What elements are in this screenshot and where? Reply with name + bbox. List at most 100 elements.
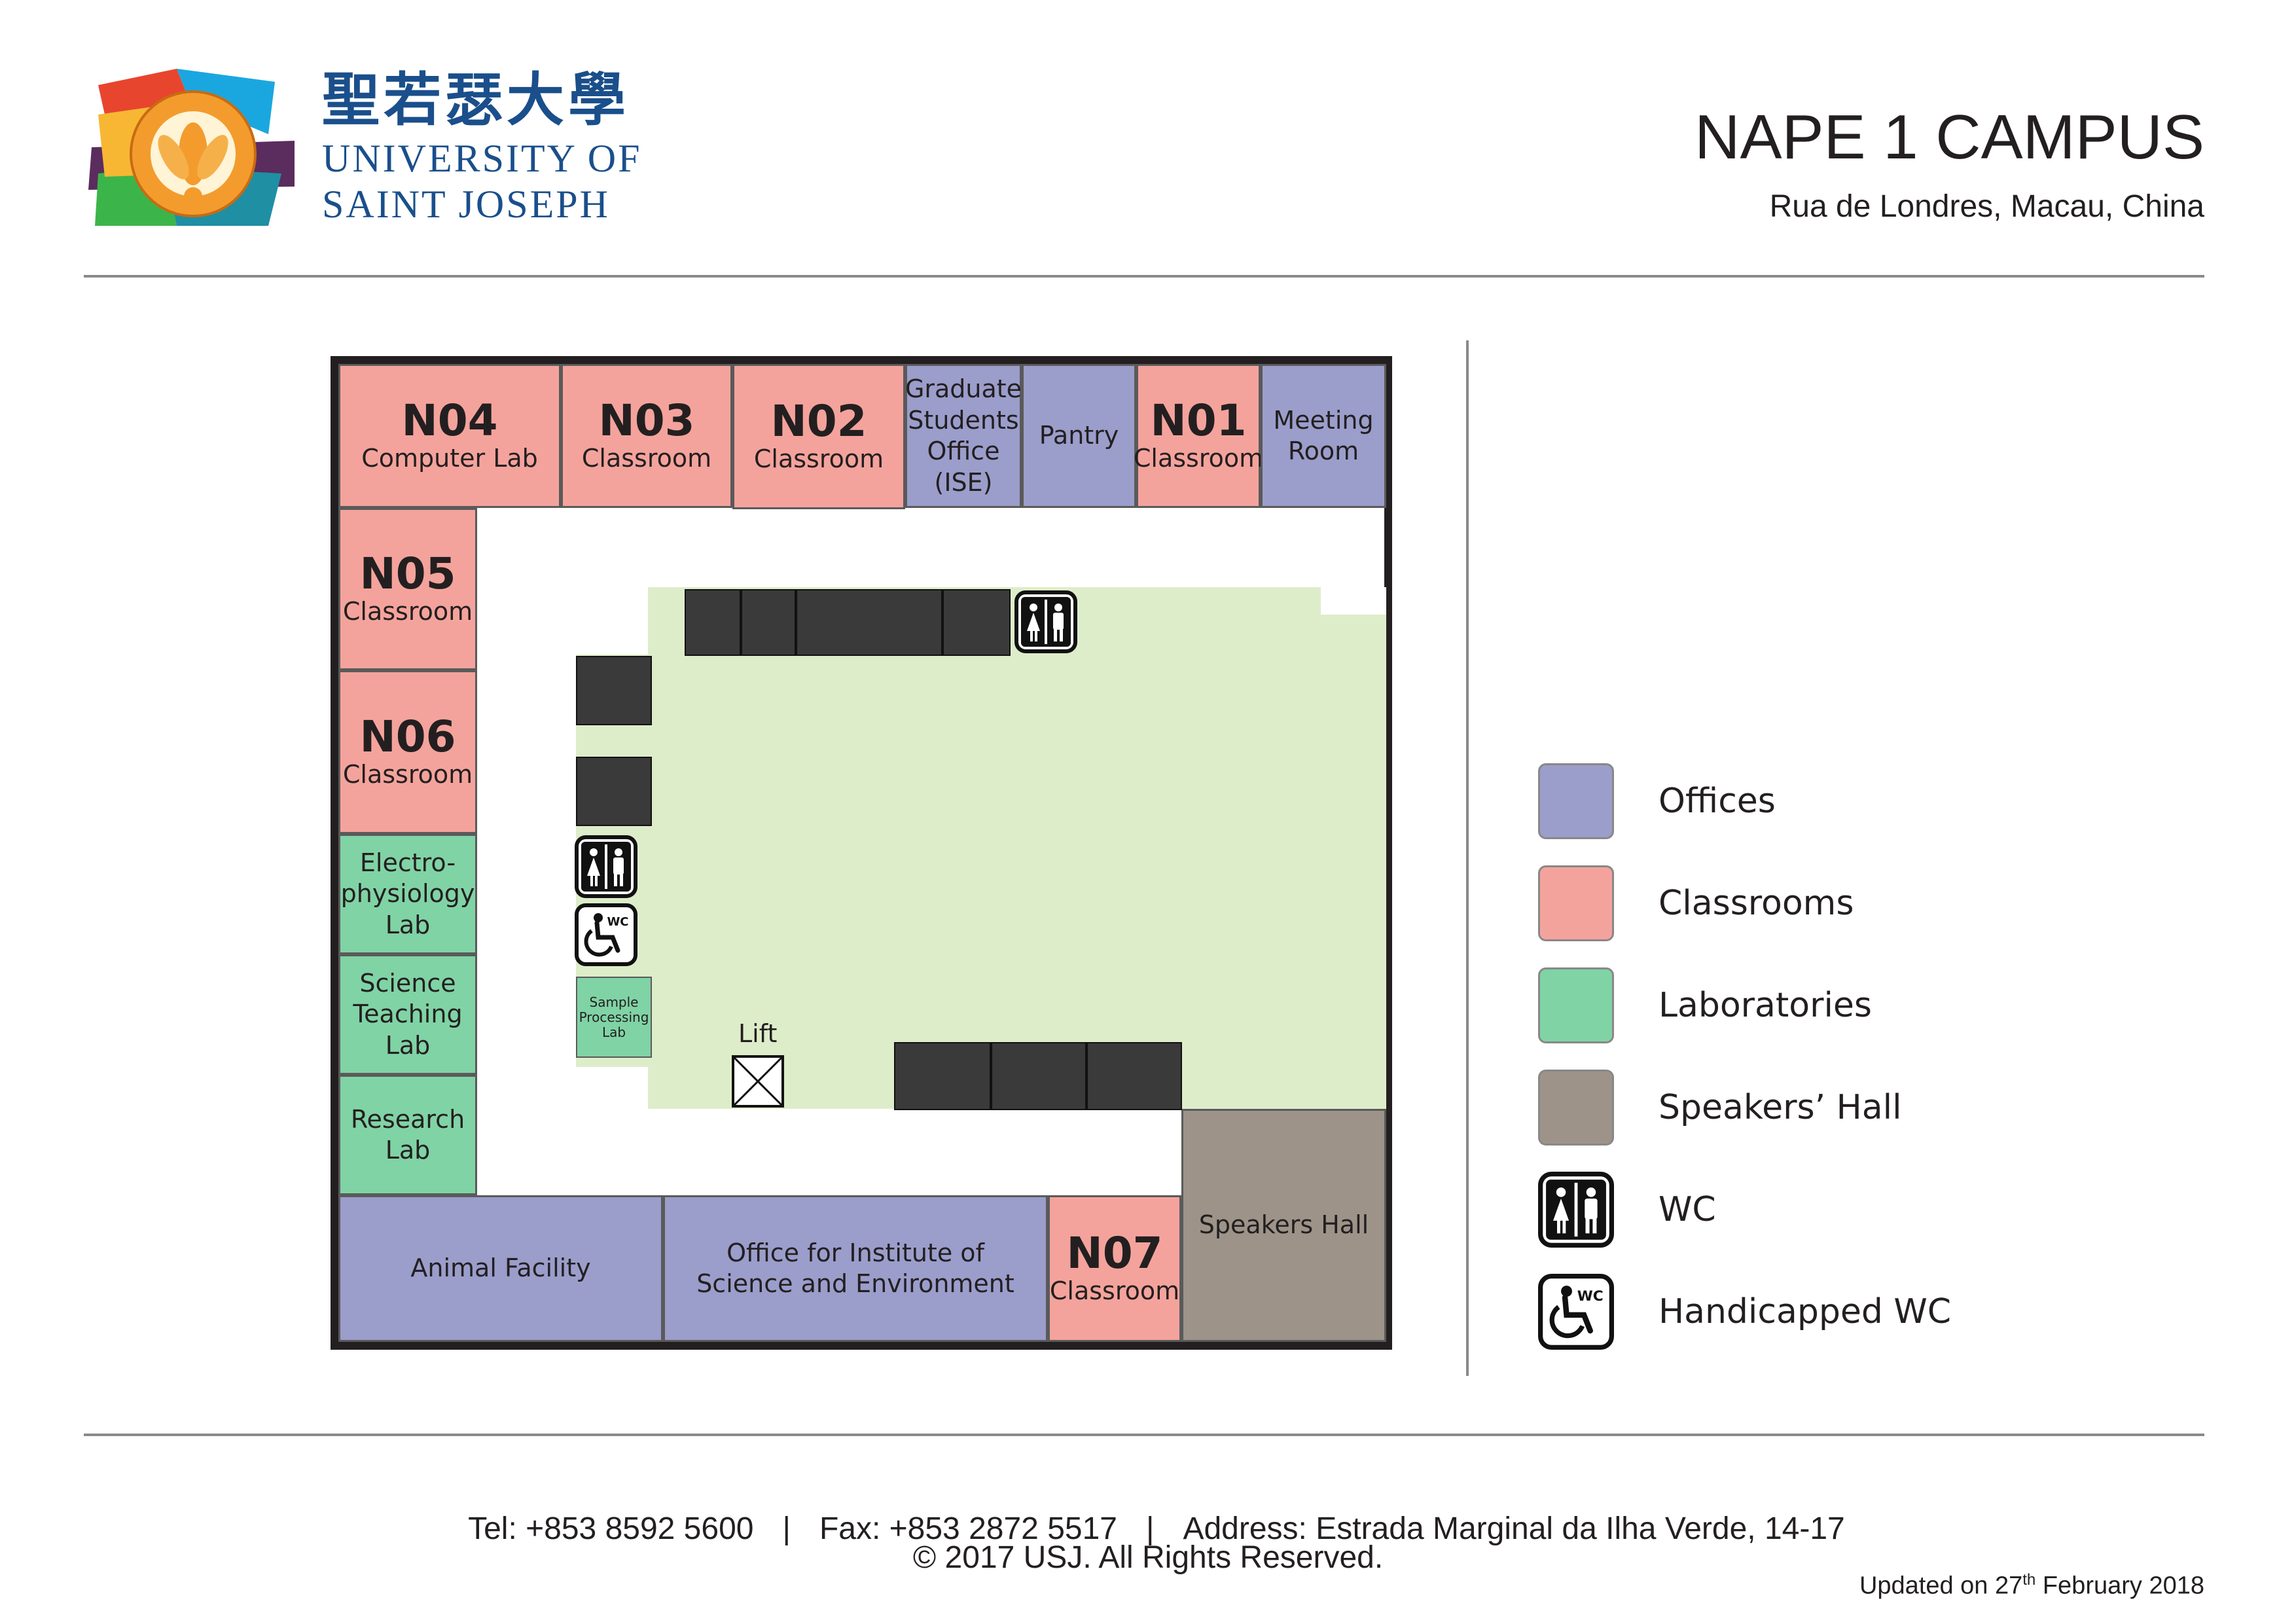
- room-electrophysiology-lab[interactable]: Electro- physiology Lab: [338, 834, 477, 954]
- grad-label-2: Students: [908, 405, 1019, 435]
- room-n01-code: N01: [1150, 395, 1247, 446]
- legend-divider: [1466, 340, 1469, 1376]
- grad-label-1: Graduate: [905, 374, 1022, 403]
- room-n05-code: N05: [359, 548, 456, 599]
- room-n04-label: Computer Lab: [361, 443, 538, 473]
- handicapped-wc-icon: WC: [1538, 1274, 1614, 1350]
- sample-label-3: Lab: [601, 1024, 626, 1040]
- legend-swatch-laboratories: [1538, 967, 1614, 1043]
- science-label-3: Lab: [385, 1030, 431, 1060]
- room-n03-code: N03: [598, 395, 695, 446]
- footer-fax: Fax: +853 2872 5517: [819, 1511, 1117, 1546]
- legend-label-laboratories: Laboratories: [1659, 986, 1873, 1025]
- courtyard-notch: [1321, 587, 1386, 615]
- lift-label: Lift: [738, 1019, 778, 1048]
- room-n07[interactable]: N07 Classroom: [1048, 1195, 1181, 1342]
- legend-swatch-speakers-hall: [1538, 1070, 1614, 1146]
- lift-icon: [732, 1055, 784, 1108]
- university-name-chinese: 聖若瑟大學: [322, 65, 630, 134]
- legend-label-classrooms: Classrooms: [1659, 884, 1854, 923]
- meeting-label-2: Room: [1287, 437, 1359, 465]
- service-block-top-2: [741, 589, 796, 656]
- footer-divider: [84, 1434, 2204, 1436]
- service-block-top-3: [796, 589, 942, 656]
- room-n01-label: Classroom: [1133, 443, 1264, 473]
- room-speakers-hall[interactable]: Speakers Hall: [1181, 1109, 1386, 1342]
- room-n03-label: Classroom: [581, 443, 712, 473]
- room-pantry[interactable]: Pantry: [1022, 364, 1136, 508]
- campus-address: Rua de Londres, Macau, China: [1769, 189, 2204, 224]
- wc-icon: [1538, 1172, 1614, 1248]
- wc-icon: [575, 835, 637, 898]
- university-logo: [85, 62, 301, 232]
- university-name-line1: UNIVERSITY OF: [322, 137, 642, 180]
- room-n01[interactable]: N01 Classroom: [1133, 364, 1264, 508]
- service-block-bottom-3: [1086, 1042, 1182, 1110]
- science-label-2: Teaching: [353, 1000, 463, 1029]
- room-n05-label: Classroom: [342, 596, 473, 626]
- room-n03[interactable]: N03 Classroom: [561, 364, 732, 508]
- footer-contact: Tel: +853 8592 5600|Fax: +853 2872 5517|…: [0, 1482, 2296, 1545]
- legend-label-offices: Offices: [1659, 782, 1776, 821]
- footer-updated-sup: th: [2022, 1571, 2036, 1589]
- svg-text:WC: WC: [1577, 1288, 1604, 1305]
- svg-text:WC: WC: [607, 915, 628, 929]
- sample-label-2: Processing: [579, 1009, 649, 1025]
- room-n06-label: Classroom: [342, 759, 473, 789]
- service-block-bottom-2: [991, 1042, 1086, 1110]
- header-divider: [84, 275, 2204, 278]
- room-n02-label: Classroom: [753, 444, 884, 473]
- room-n06[interactable]: N06 Classroom: [338, 670, 477, 834]
- room-n05[interactable]: N05 Classroom: [338, 508, 477, 670]
- room-n06-code: N06: [359, 711, 456, 762]
- room-research-lab[interactable]: Research Lab: [338, 1075, 477, 1195]
- room-n04-code: N04: [401, 395, 498, 446]
- service-block-bottom-1: [894, 1042, 991, 1110]
- service-block-left-1: [576, 656, 652, 725]
- footer-updated: Updated on 27th February 2018: [1846, 1547, 2204, 1598]
- room-meeting-room[interactable]: Meeting Room: [1261, 364, 1386, 508]
- service-block-top-4: [942, 589, 1011, 656]
- room-n04[interactable]: N04 Computer Lab: [338, 364, 561, 508]
- footer-updated-suffix: February 2018: [2036, 1572, 2204, 1600]
- room-n07-code: N07: [1066, 1227, 1163, 1278]
- research-label-2: Lab: [385, 1136, 431, 1164]
- wc-icon: [1014, 590, 1077, 653]
- sample-label-1: Sample: [589, 994, 639, 1010]
- room-office-institute-science-environment[interactable]: Office for Institute of Science and Envi…: [663, 1195, 1048, 1342]
- room-n07-label: Classroom: [1049, 1276, 1180, 1305]
- service-block-left-2: [576, 757, 652, 826]
- legend-swatch-classrooms: [1538, 865, 1614, 941]
- legend-label-wc: WC: [1659, 1190, 1716, 1229]
- university-name-line2: SAINT JOSEPH: [322, 183, 610, 226]
- grad-label-4: (ISE): [934, 467, 993, 497]
- grad-label-3: Office: [927, 437, 1000, 465]
- office-ise-label-1: Office for Institute of: [726, 1238, 984, 1267]
- legend-label-speakers-hall: Speakers’ Hall: [1659, 1088, 1902, 1127]
- courtyard: [648, 587, 1386, 1109]
- office-ise-label-2: Science and Environment: [696, 1269, 1014, 1298]
- speakers-label: Speakers Hall: [1198, 1210, 1369, 1240]
- footer-separator: |: [1145, 1511, 1155, 1546]
- footer-address: Address: Estrada Marginal da Ilha Verde,…: [1183, 1511, 1845, 1546]
- electro-label-3: Lab: [385, 910, 431, 939]
- research-label-1: Research: [350, 1104, 465, 1134]
- footer-separator: |: [782, 1511, 791, 1546]
- room-n02[interactable]: N02 Classroom: [732, 364, 905, 509]
- legend-swatch-offices: [1538, 763, 1614, 839]
- handicapped-wc-icon: WC: [575, 903, 637, 966]
- science-label-1: Science: [359, 968, 456, 998]
- electro-label-1: Electro-: [359, 848, 456, 877]
- campus-title: NAPE 1 CAMPUS: [1695, 102, 2204, 172]
- service-block-top-1: [685, 589, 741, 656]
- room-graduate-students-office[interactable]: Graduate Students Office (ISE): [905, 364, 1022, 508]
- meeting-label-1: Meeting: [1273, 405, 1374, 435]
- footer-copyright: © 2017 USJ. All Rights Reserved.: [912, 1540, 1384, 1575]
- legend-label-handicapped-wc: Handicapped WC: [1659, 1292, 1952, 1331]
- footer-updated-prefix: Updated on 27: [1859, 1572, 2023, 1600]
- room-animal-facility[interactable]: Animal Facility: [338, 1195, 663, 1342]
- pantry-label: Pantry: [1039, 421, 1119, 450]
- room-n02-code: N02: [770, 395, 867, 446]
- room-sample-processing-lab[interactable]: Sample Processing Lab: [576, 977, 652, 1058]
- room-science-teaching-lab[interactable]: Science Teaching Lab: [338, 954, 477, 1075]
